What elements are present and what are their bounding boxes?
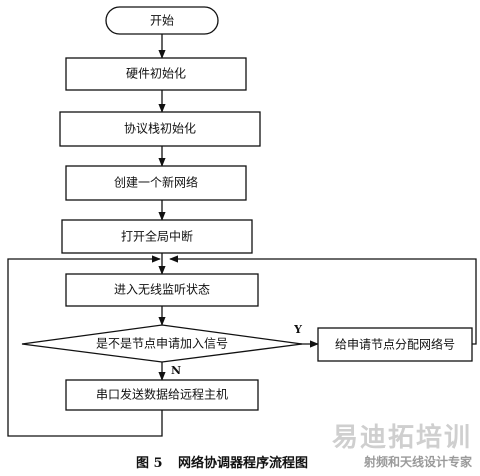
- create-net-label: 创建一个新网络: [114, 175, 198, 190]
- hw-init-box: [65, 57, 247, 91]
- assign-box: [317, 327, 473, 362]
- open-int-box: [61, 219, 253, 254]
- branch-no-label: N: [171, 364, 181, 377]
- caption-title: 网络协调器程序流程图: [178, 455, 308, 471]
- uart-box: [65, 379, 259, 411]
- loop-back-right: [169, 255, 477, 345]
- hw-init-label: 硬件初始化: [126, 67, 186, 81]
- stack-init-box: [59, 111, 261, 147]
- stack-init-label: 协议栈初始化: [124, 121, 196, 136]
- listen-box: [65, 273, 259, 307]
- loop-back-left: [7, 255, 163, 437]
- connectors: [7, 34, 477, 437]
- start-label: 开始: [150, 14, 174, 28]
- start-terminal: [105, 6, 219, 35]
- decision-diamond: [21, 324, 303, 363]
- listen-label: 进入无线监听状态: [114, 283, 210, 297]
- caption-number: 图 5: [136, 456, 163, 471]
- open-int-label: 打开全局中断: [121, 229, 193, 244]
- assign-label: 给申请节点分配网络号: [335, 337, 455, 352]
- create-net-box: [65, 165, 247, 201]
- branch-yes-label: Y: [293, 323, 302, 336]
- decision-label: 是不是节点申请加入信号: [96, 337, 228, 351]
- uart-label: 串口发送数据给远程主机: [96, 387, 228, 402]
